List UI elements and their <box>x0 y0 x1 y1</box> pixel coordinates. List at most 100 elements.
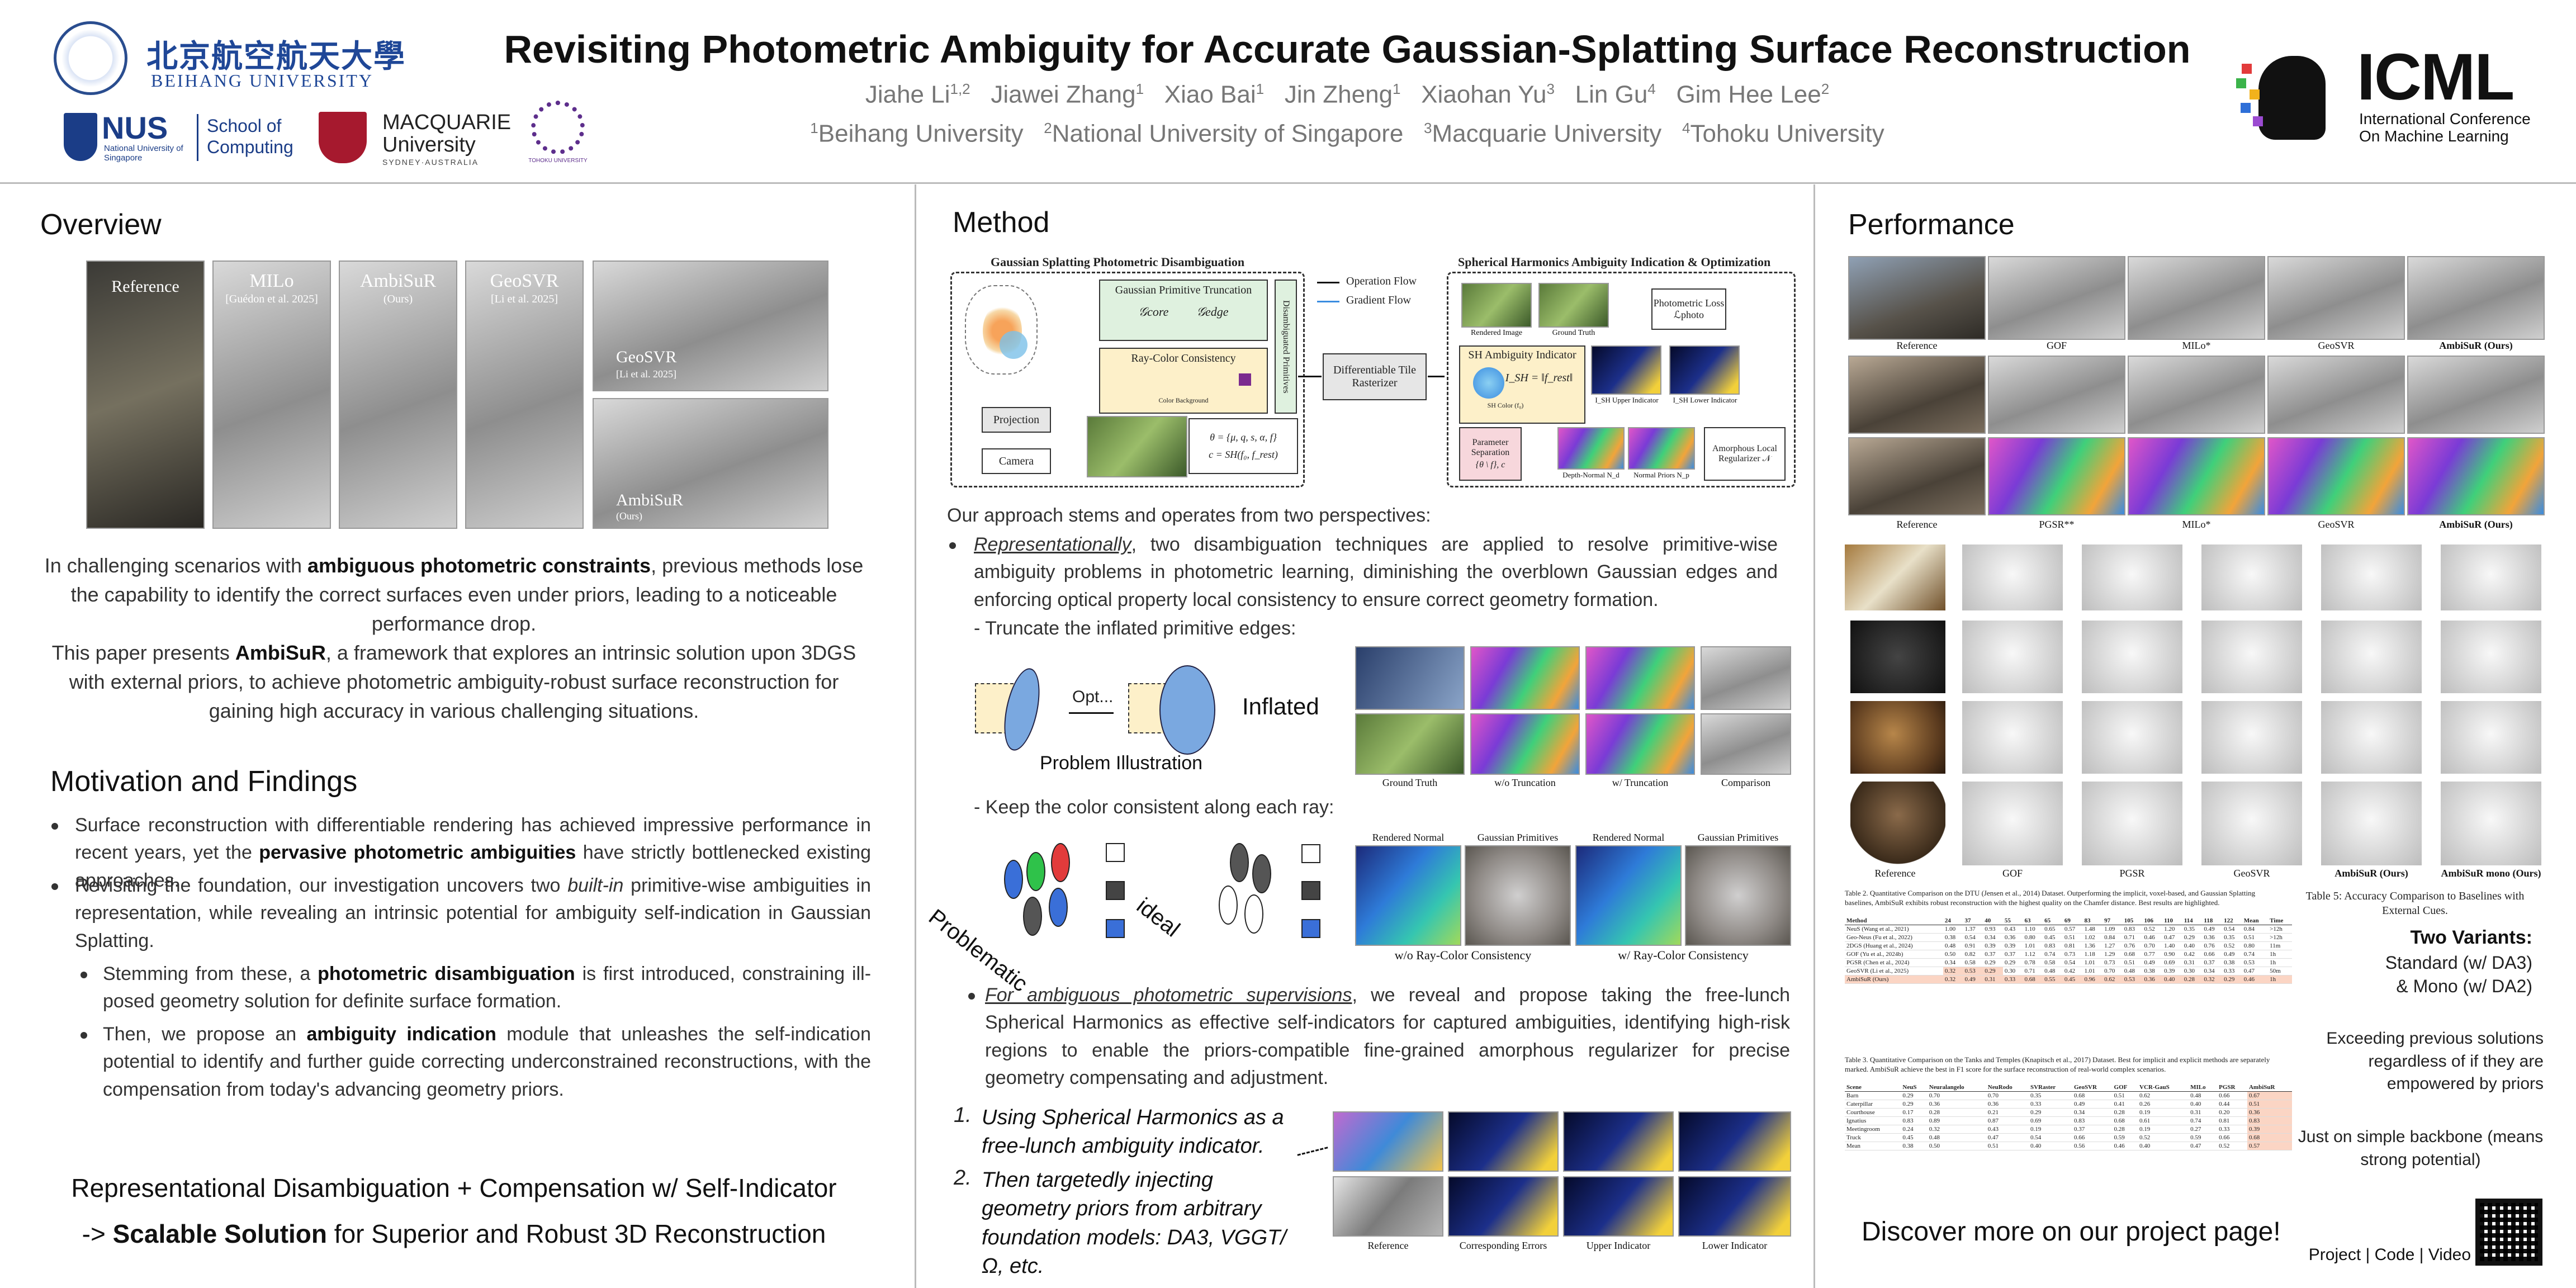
author-name: Xiao Bai <box>1164 80 1256 108</box>
param-sep-box: Parameter Separation {θ \ f}, c <box>1459 427 1522 481</box>
dtu-img <box>2082 621 2182 693</box>
depth-normal-caption: Depth-Normal N_d <box>1562 471 1620 479</box>
text: , a framework that explores an intrinsic… <box>69 641 856 723</box>
table-cell: 0.34 <box>1983 933 2003 942</box>
table-cell: 0.49 <box>2142 958 2163 967</box>
table-cell: 0.67 <box>2247 1091 2292 1100</box>
icml-head-logo <box>2236 45 2331 145</box>
affil-index: 1 <box>810 120 818 136</box>
photometric-loss-box: Photometric Loss ℒphoto <box>1651 288 1726 330</box>
table-cell: 0.45 <box>2043 933 2063 942</box>
ellipse-red-icon <box>1051 843 1070 882</box>
nus-crest-icon <box>64 113 97 161</box>
table-cell: 0.58 <box>2043 958 2063 967</box>
error-caption: Reference <box>1367 1240 1409 1251</box>
table3-caption: Table 3. Quantitative Comparison on the … <box>1845 1055 2270 1073</box>
table-header-cell: NeuRodo <box>1986 1083 2029 1092</box>
dtu-img <box>2201 782 2302 865</box>
table-cell: 0.62 <box>2138 1091 2189 1100</box>
text: Surface reconstruction with differentiab… <box>75 815 871 864</box>
table-cell: GOF (Yu et al., 2024b) <box>1845 950 1943 959</box>
rasterizer-box: Differentiable Tile Rasterizer <box>1323 353 1427 400</box>
pixel-square-icon <box>1301 881 1320 900</box>
overview-paragraph-2: This paper presents AmbiSuR, a framework… <box>40 638 868 726</box>
err-lower-bottom <box>1678 1176 1791 1237</box>
table-cell: 0.74 <box>2242 950 2269 959</box>
table-cell: 1.00 <box>1943 925 1963 934</box>
table-cell: 0.37 <box>2072 1125 2113 1134</box>
table-cell: 0.28 <box>2182 975 2203 984</box>
ideal-label: ideal <box>1131 893 1185 942</box>
ray-primitives-w <box>1685 845 1791 946</box>
perf-row2-img <box>2407 356 2545 434</box>
table-cell: 0.39 <box>1983 941 2003 950</box>
overview-geosvr-crop: GeoSVR [Li et al. 2025] <box>593 261 828 391</box>
table-cell: 0.42 <box>2062 967 2083 976</box>
truncation-result-5 <box>1355 713 1465 775</box>
method-list-item-2: Then targetedly injecting geometry prior… <box>982 1168 1286 1278</box>
text-italic: built-in <box>567 875 624 896</box>
err-ref-top <box>1333 1111 1443 1172</box>
table-cell: 0.19 <box>2028 1125 2072 1134</box>
flow-arrow <box>1298 376 1322 377</box>
method-sub-1: - Truncate the inflated primitive edges: <box>974 618 1296 639</box>
text: primitive-wise ambiguities in representa… <box>75 875 872 951</box>
text: , previous methods lose the capability t… <box>70 554 864 636</box>
table-header-cell: GOF <box>2112 1083 2138 1092</box>
table-cell: 0.70 <box>2142 941 2163 950</box>
table-cell: 0.84 <box>2103 933 2123 942</box>
qr-code-icon[interactable] <box>2475 1199 2542 1266</box>
perf-caption: AmbiSuR (Ours) <box>2439 340 2513 351</box>
dtu-ref <box>1850 782 1945 865</box>
ellipse-blue-icon <box>1004 860 1023 899</box>
table-cell: 0.89 <box>1927 1116 1986 1125</box>
table-cell: 0.54 <box>2062 958 2083 967</box>
pixel-square-icon <box>1106 843 1125 862</box>
scene-thumbnail <box>1087 416 1187 477</box>
method-list-num-1: 1. <box>954 1104 972 1127</box>
table-cell: Barn <box>1845 1091 1901 1100</box>
table-cell: 0.37 <box>1983 950 2003 959</box>
g-core-label: 𝒢core <box>1138 305 1169 319</box>
error-caption: Upper Indicator <box>1586 1240 1651 1251</box>
table-cell: 0.38 <box>1901 1142 1928 1150</box>
table-cell: 0.49 <box>2072 1100 2113 1109</box>
table-cell: 0.41 <box>2112 1100 2138 1109</box>
table-header-cell: AmbiSuR <box>2247 1083 2292 1092</box>
text-italic-underline: For ambiguous photometric supervisions <box>985 984 1352 1006</box>
color-bg-label: Color Background <box>1158 396 1209 404</box>
perf-row2-img <box>1988 356 2125 434</box>
table-header-cell: SVRaster <box>2028 1083 2072 1092</box>
table-cell: 1h <box>2268 950 2292 959</box>
perf-caption: MILo* <box>2182 340 2211 351</box>
op-flow-label: Operation Flow <box>1346 275 1417 287</box>
dtu-img <box>1962 544 2063 610</box>
err-lower-top <box>1678 1111 1791 1172</box>
table-cell: 0.68 <box>2247 1133 2292 1142</box>
table-cell: 0.83 <box>2247 1116 2292 1125</box>
table-cell: 0.52 <box>2222 941 2242 950</box>
dtu-ref <box>1845 544 1945 610</box>
bullet-dot <box>949 542 956 549</box>
author-list: Jiahe Li1,2 Jiawei Zhang1 Xiao Bai1 Jin … <box>425 80 2270 109</box>
table-cell: 0.59 <box>2189 1133 2218 1142</box>
table-header-cell: 110 <box>2162 917 2182 925</box>
upper-indicator-thumb <box>1591 345 1661 395</box>
text: Stemming from these, a <box>103 963 311 984</box>
param-sep-label: Parameter Separation <box>1471 438 1510 457</box>
table-cell: 1.02 <box>2082 933 2103 942</box>
variants-line-2: & Mono (w/ DA2) <box>2396 976 2532 996</box>
rendered-image-caption: Rendered Image <box>1470 329 1523 337</box>
table-cell: 1.20 <box>2162 925 2182 934</box>
pixel-square-icon <box>1106 881 1125 900</box>
table-cell: 0.68 <box>2072 1091 2113 1100</box>
table-cell: 0.73 <box>2103 958 2123 967</box>
err-ref-bottom <box>1333 1176 1443 1237</box>
project-links[interactable]: Project | Code | Video <box>2308 1246 2471 1264</box>
method-bullet-1: Representationally, two disambiguation t… <box>974 531 1778 614</box>
